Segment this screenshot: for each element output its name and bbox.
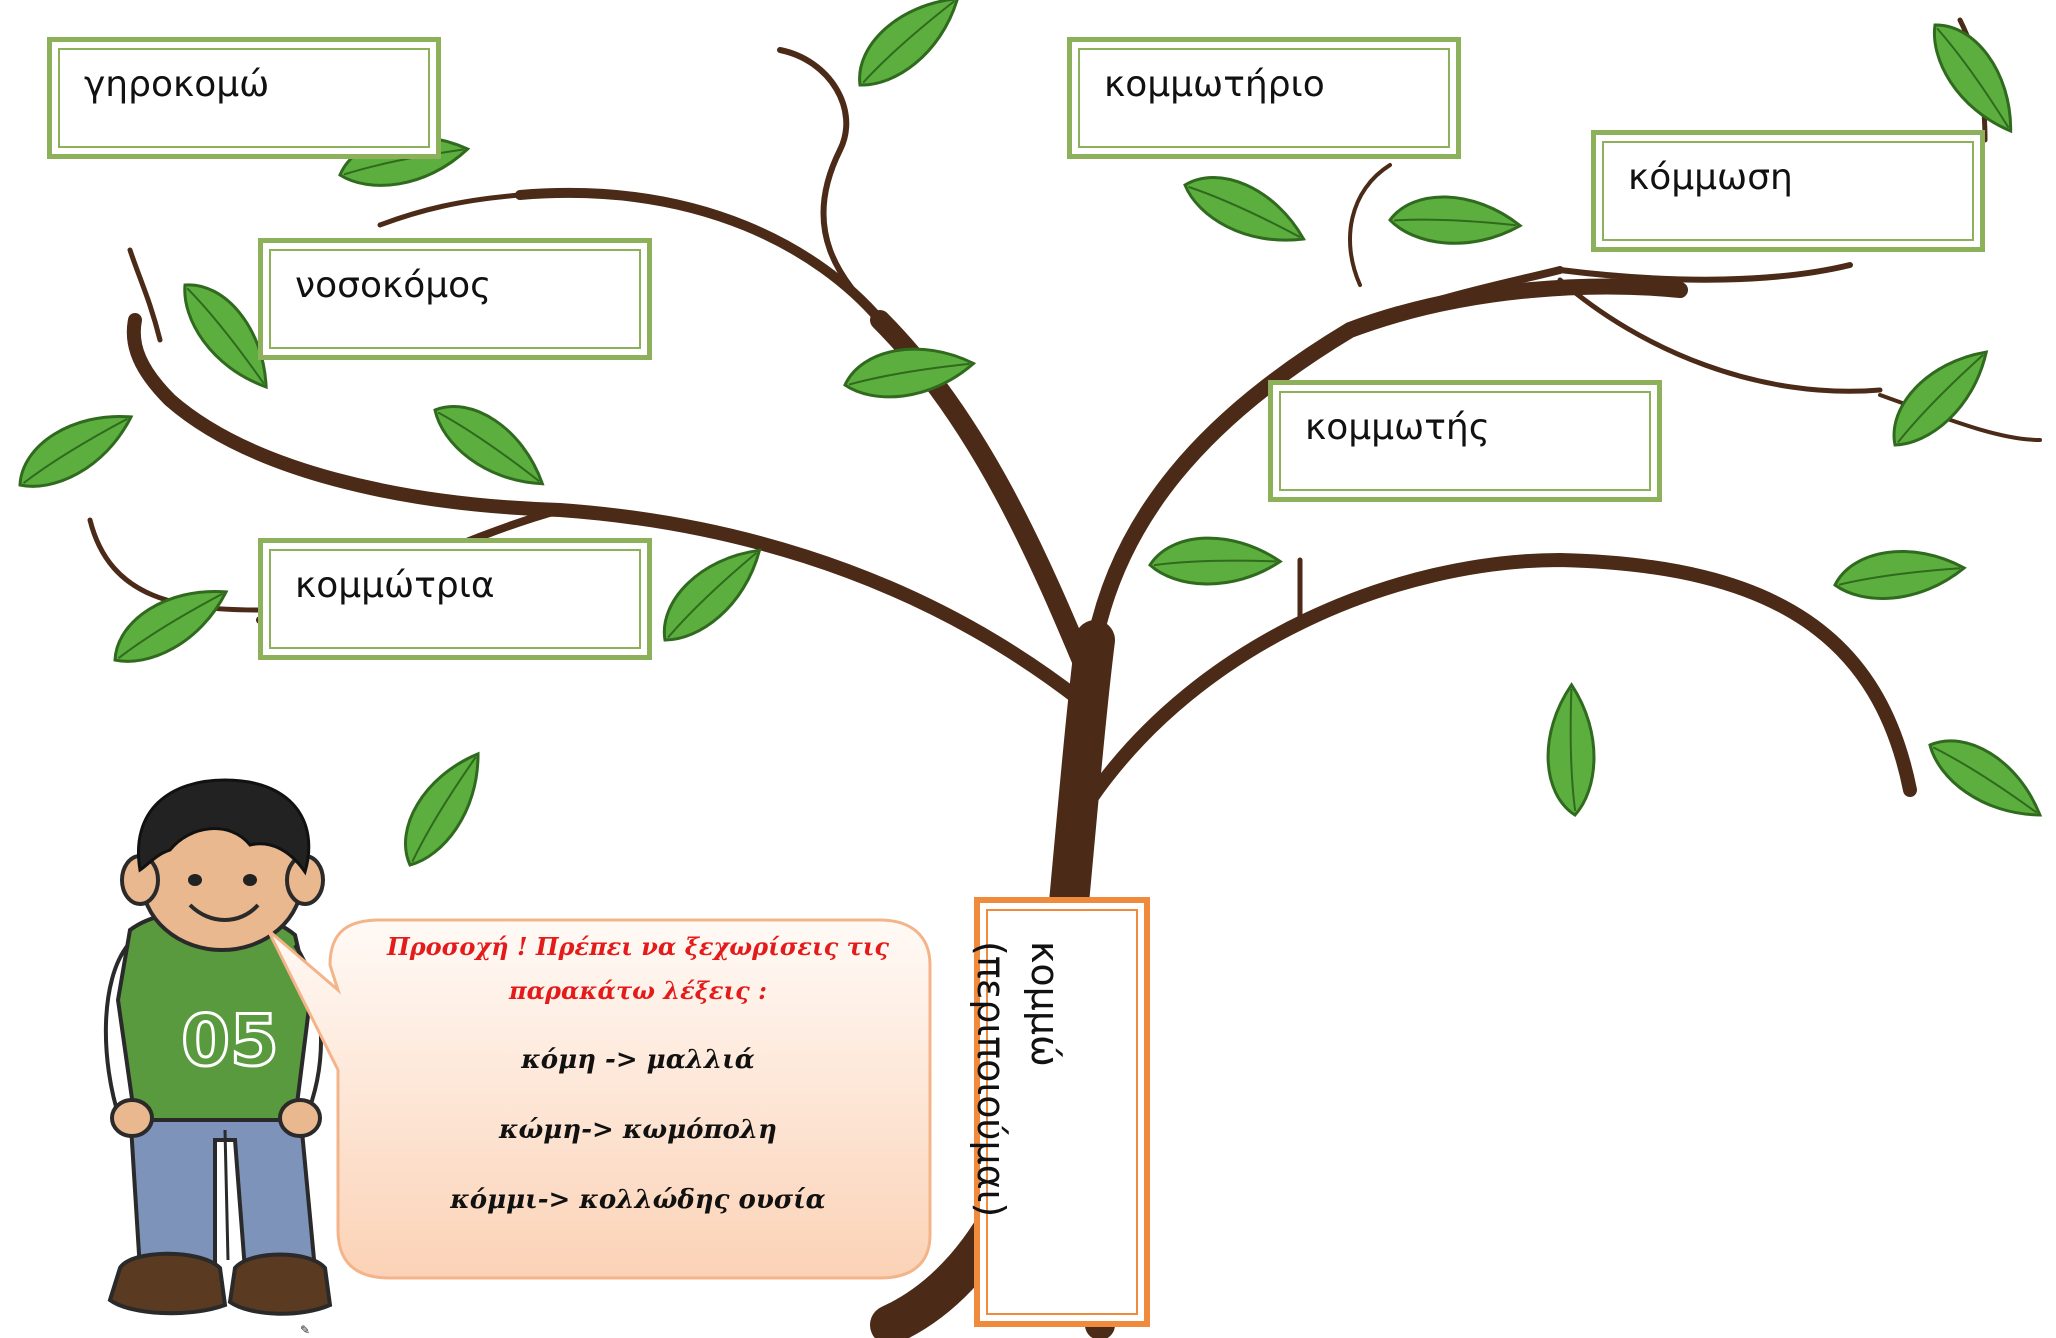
word-card-6: κομμώτρια — [258, 538, 652, 660]
word-card-2: κομμωτήριο — [1067, 37, 1461, 159]
artist-signature: ✎ — [300, 1323, 310, 1337]
speech-bubble — [266, 918, 932, 1280]
word-pair-1: κόμη -> μαλλιά — [521, 1045, 755, 1075]
root-word-line2: (περιποιούμαι) — [969, 941, 1013, 1218]
root-word-card: κομμώ (περιποιούμαι) — [969, 897, 1150, 1327]
shirt-number: 05 — [181, 1000, 278, 1082]
word-card-5: κομμωτής — [1268, 380, 1662, 502]
word-label: γηροκομώ — [84, 63, 270, 105]
word-card-4: νοσοκόμος — [258, 238, 652, 360]
word-label: κομμωτής — [1305, 406, 1490, 448]
word-label: κομμώτρια — [295, 564, 495, 606]
warning-line-1: Προσοχή ! Πρέπει να ξεχωρίσεις τις — [387, 932, 889, 961]
root-word: κομμώ (περιποιούμαι) — [964, 941, 1072, 1217]
word-pair-3: κόμμι-> κολλώδης ουσία — [450, 1185, 826, 1215]
word-label: κομμωτήριο — [1104, 63, 1325, 105]
warning-line-2: παρακάτω λέξεις : — [509, 976, 767, 1005]
word-card-1: γηροκομώ — [47, 37, 441, 159]
word-pair-2: κώμη-> κωμόπολη — [499, 1115, 777, 1145]
word-label: νοσοκόμος — [295, 264, 492, 306]
root-word-line1: κομμώ — [1023, 941, 1067, 1067]
speech-bubble-text: Προσοχή ! Πρέπει να ξεχωρίσεις τις παρακ… — [348, 925, 928, 1225]
word-card-3: κόμμωση — [1591, 130, 1985, 252]
boy-character: 05 ✎ — [103, 778, 333, 1337]
word-label: κόμμωση — [1628, 156, 1793, 198]
